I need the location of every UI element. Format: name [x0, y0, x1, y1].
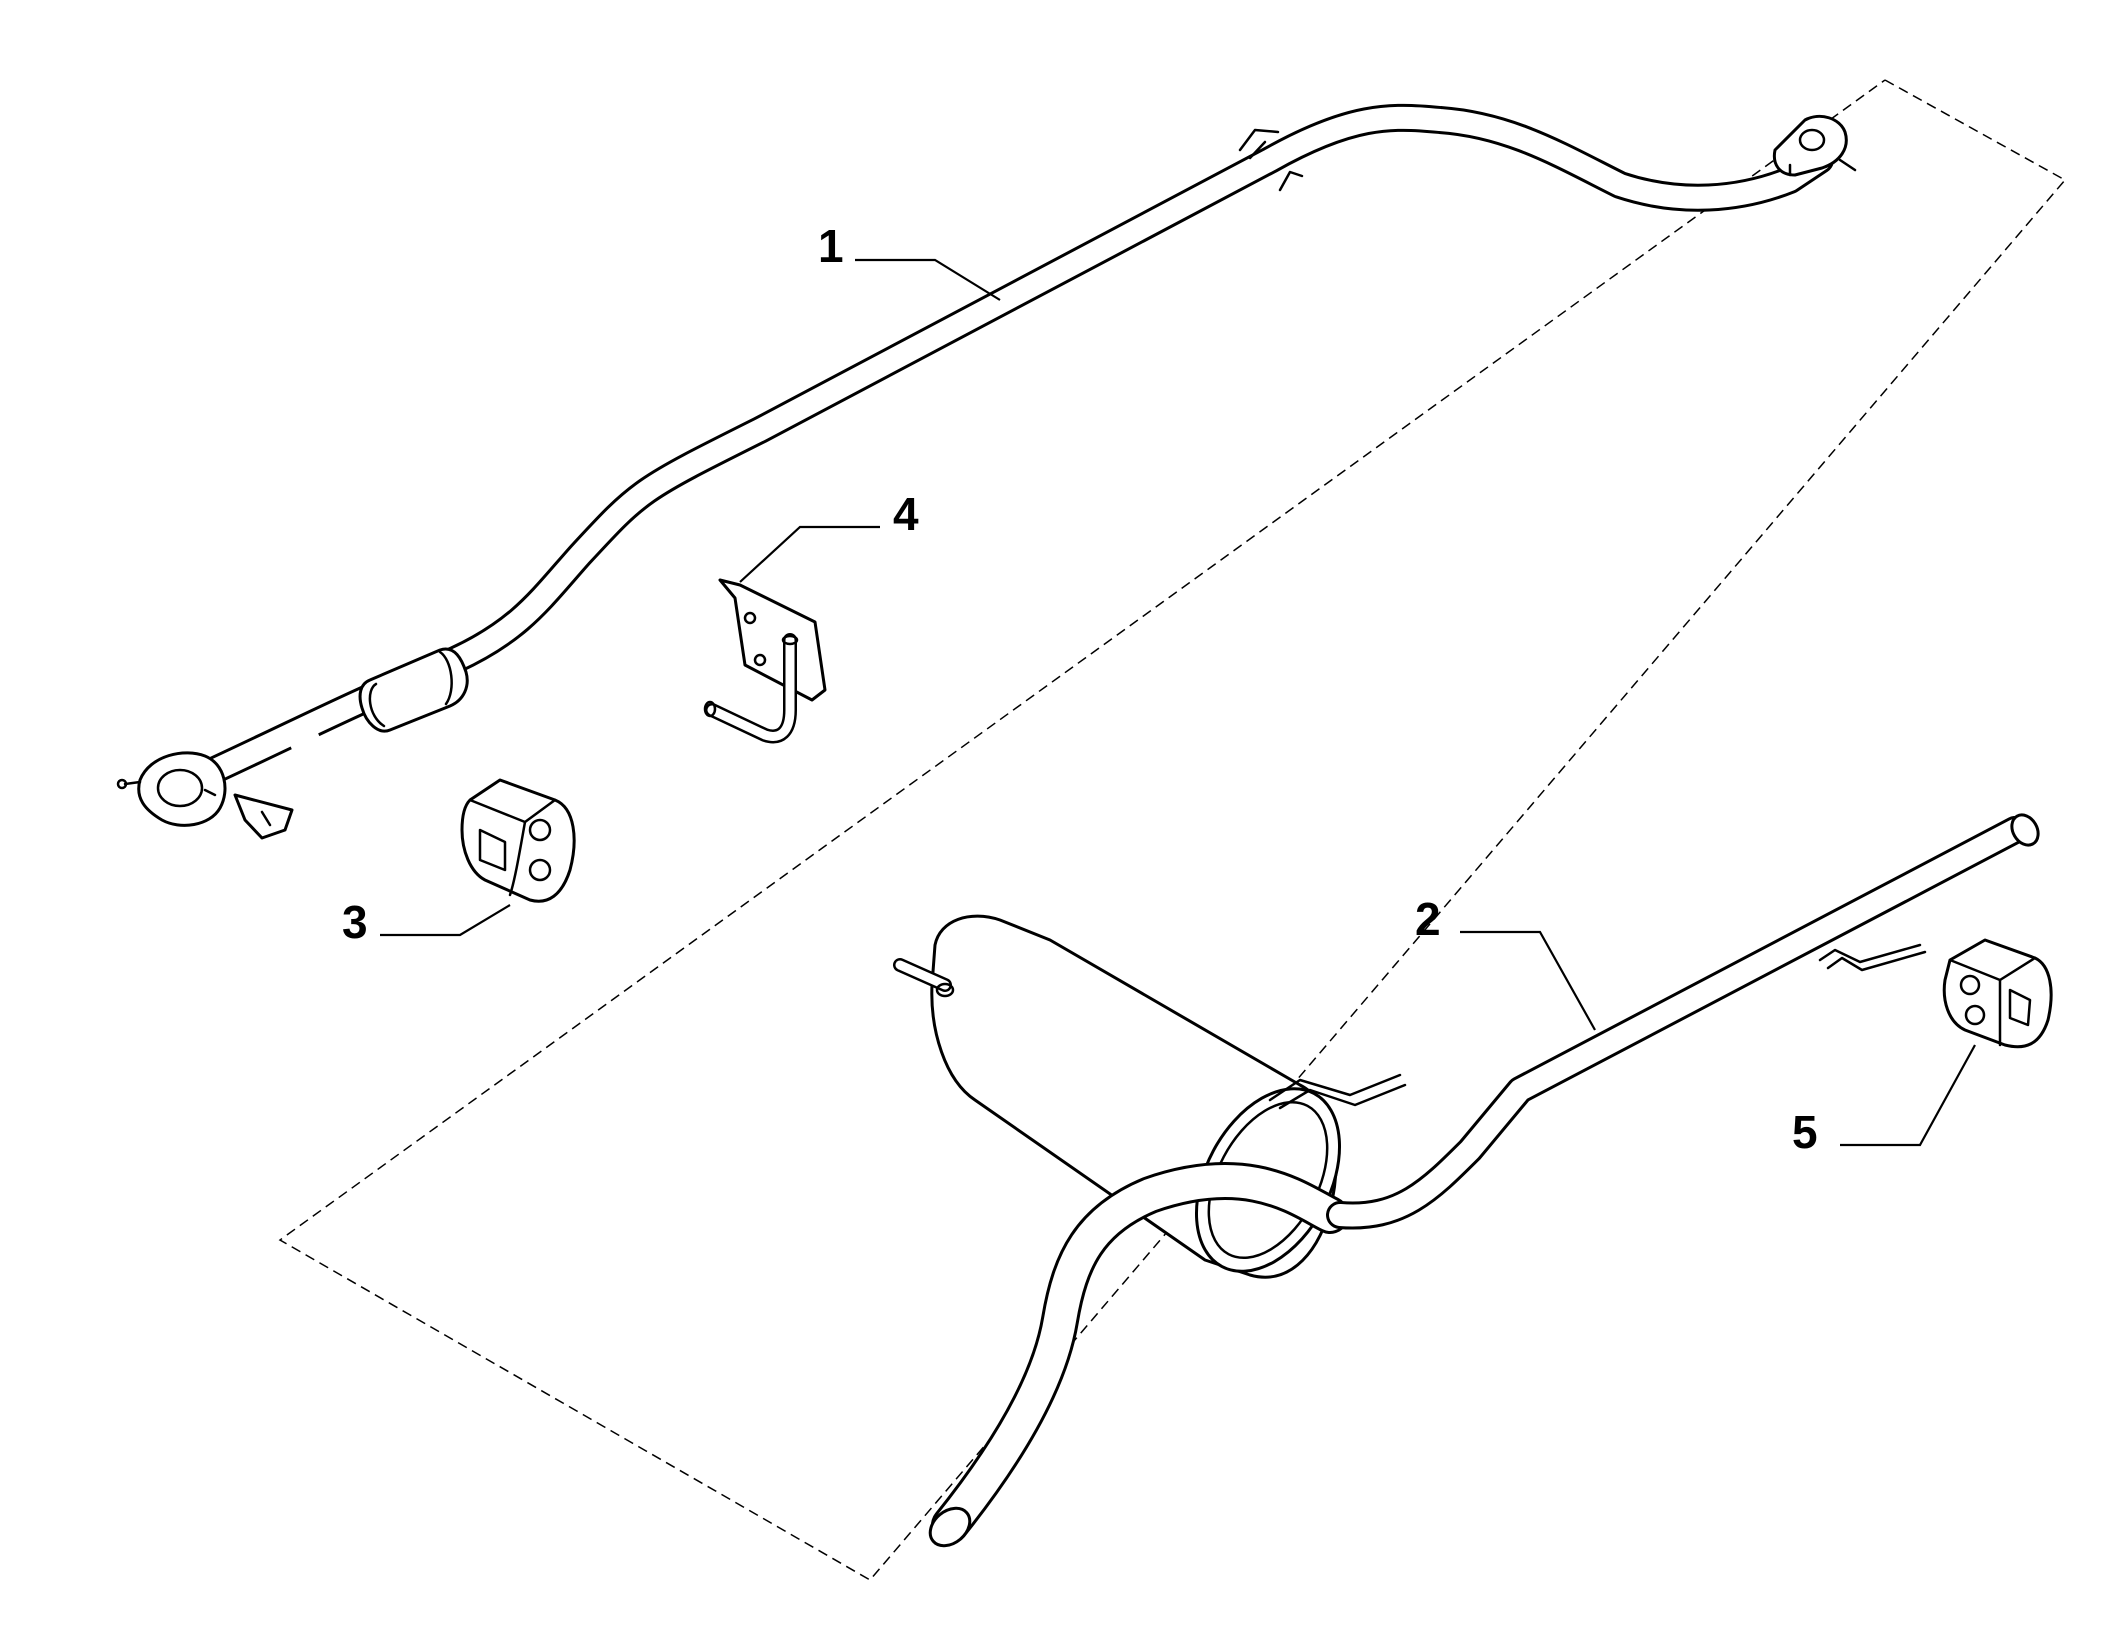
- callout-2: 2: [1415, 893, 1596, 1031]
- assembly-boundary-dashed: [278, 79, 2067, 1581]
- rubber-mount-3-icon: [460, 778, 576, 903]
- pipe-clamp: [1772, 115, 1857, 177]
- front-exhaust-pipe: [116, 103, 1857, 840]
- callout-3: 3: [342, 896, 511, 948]
- callout-label-1: 1: [818, 220, 844, 272]
- callout-label-5: 5: [1792, 1106, 1818, 1158]
- callout-label-4: 4: [893, 488, 919, 540]
- callout-5: 5: [1792, 1044, 1976, 1158]
- rear-muffler-assembly: [893, 813, 2040, 1548]
- callout-1: 1: [818, 220, 1001, 301]
- rubber-mount-5-icon: [1942, 938, 2053, 1049]
- callout-label-3: 3: [342, 896, 368, 948]
- callout-label-2: 2: [1415, 893, 1441, 945]
- catalytic-converter: [358, 647, 469, 733]
- callout-4: 4: [739, 488, 919, 583]
- front-flange: [116, 751, 227, 827]
- exhaust-hanger-bracket: [703, 578, 827, 744]
